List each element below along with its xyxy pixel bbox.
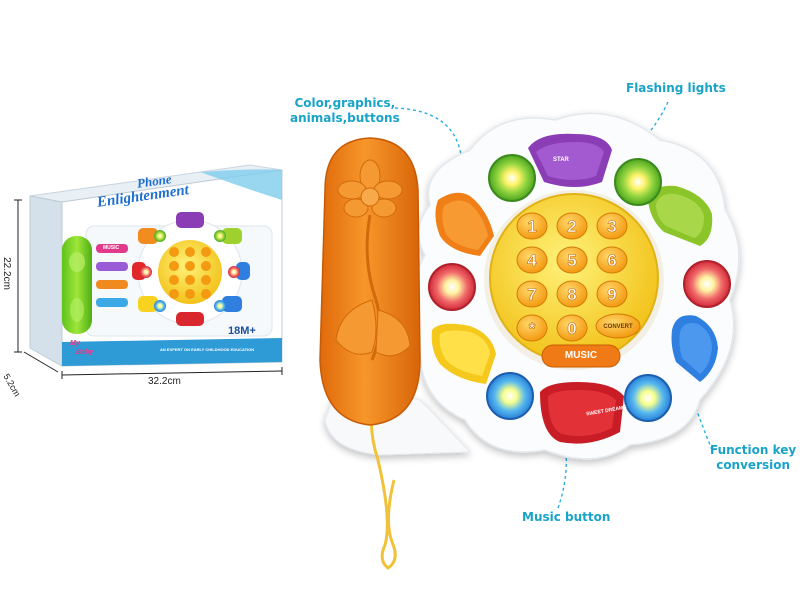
annotation-color-graphics-line1: Color,graphics, (294, 96, 396, 110)
keypad-key-label: 9 (607, 285, 616, 304)
keypad-key-label: 7 (527, 285, 536, 304)
keypad-key-9: 9 (596, 280, 628, 308)
keypad-key-4: 4 (516, 246, 548, 274)
keypad-key-label: 1 (527, 217, 536, 236)
flashing-lights (428, 154, 731, 422)
box-tagline: AN EXPERT ON EARLY CHILDHOOD EDUCATION (160, 347, 255, 352)
box-height-label: 22.2cm (0, 257, 12, 290)
keypad-key-0: 0 (556, 314, 588, 342)
keypad-key-label: 6 (607, 251, 616, 270)
keypad-keys: 1 2 3 4 5 6 7 8 9 * 0 CONVERT (516, 212, 641, 342)
convert-key-label: CONVERT (603, 324, 633, 330)
box-side-button-label: MUSIC (103, 245, 120, 251)
keypad-key-6: 6 (596, 246, 628, 274)
keypad-key-star: * (516, 314, 548, 342)
annotation-flashing-lights: Flashing lights (626, 81, 726, 95)
annotation-function-key-line2: conversion (716, 458, 791, 472)
age-badge: 18M+ (228, 325, 256, 337)
keypad-key-label: * (529, 319, 536, 338)
keypad-key-8: 8 (556, 280, 588, 308)
box-dimension-lines (14, 199, 283, 379)
keypad-key-label: 8 (567, 285, 576, 304)
box-brand-line2: Baby (76, 349, 94, 356)
keypad-key-label: 0 (567, 319, 576, 338)
annotation-function-key-line1: Function key (710, 443, 797, 457)
annotation-color-graphics: Color,graphics, animals,buttons (290, 96, 400, 126)
annotation-function-key: Function key conversion (710, 443, 796, 473)
keypad-key-1: 1 (516, 212, 548, 240)
box-brand-line1: My (70, 340, 80, 347)
keypad-key-5: 5 (556, 246, 588, 274)
keypad-key-label: 4 (527, 251, 537, 270)
keypad-key-label: 2 (567, 217, 576, 236)
top-key-label: STAR (553, 157, 569, 163)
annotation-color-graphics-line2: animals,buttons (290, 111, 400, 125)
keypad-key-label: 3 (607, 217, 616, 236)
keypad-key-label: 5 (567, 251, 576, 270)
box-width-label: 32.2cm (148, 376, 181, 387)
keypad-key-7: 7 (516, 280, 548, 308)
packaging-box (29, 164, 283, 367)
keypad-key-2: 2 (556, 212, 588, 240)
annotation-music-button: Music button (522, 510, 611, 524)
mini-phone (132, 212, 250, 326)
keypad-key-convert: CONVERT (595, 313, 641, 339)
keypad-key-3: 3 (596, 212, 628, 240)
music-button-label: MUSIC (564, 350, 598, 361)
handset (319, 137, 421, 570)
